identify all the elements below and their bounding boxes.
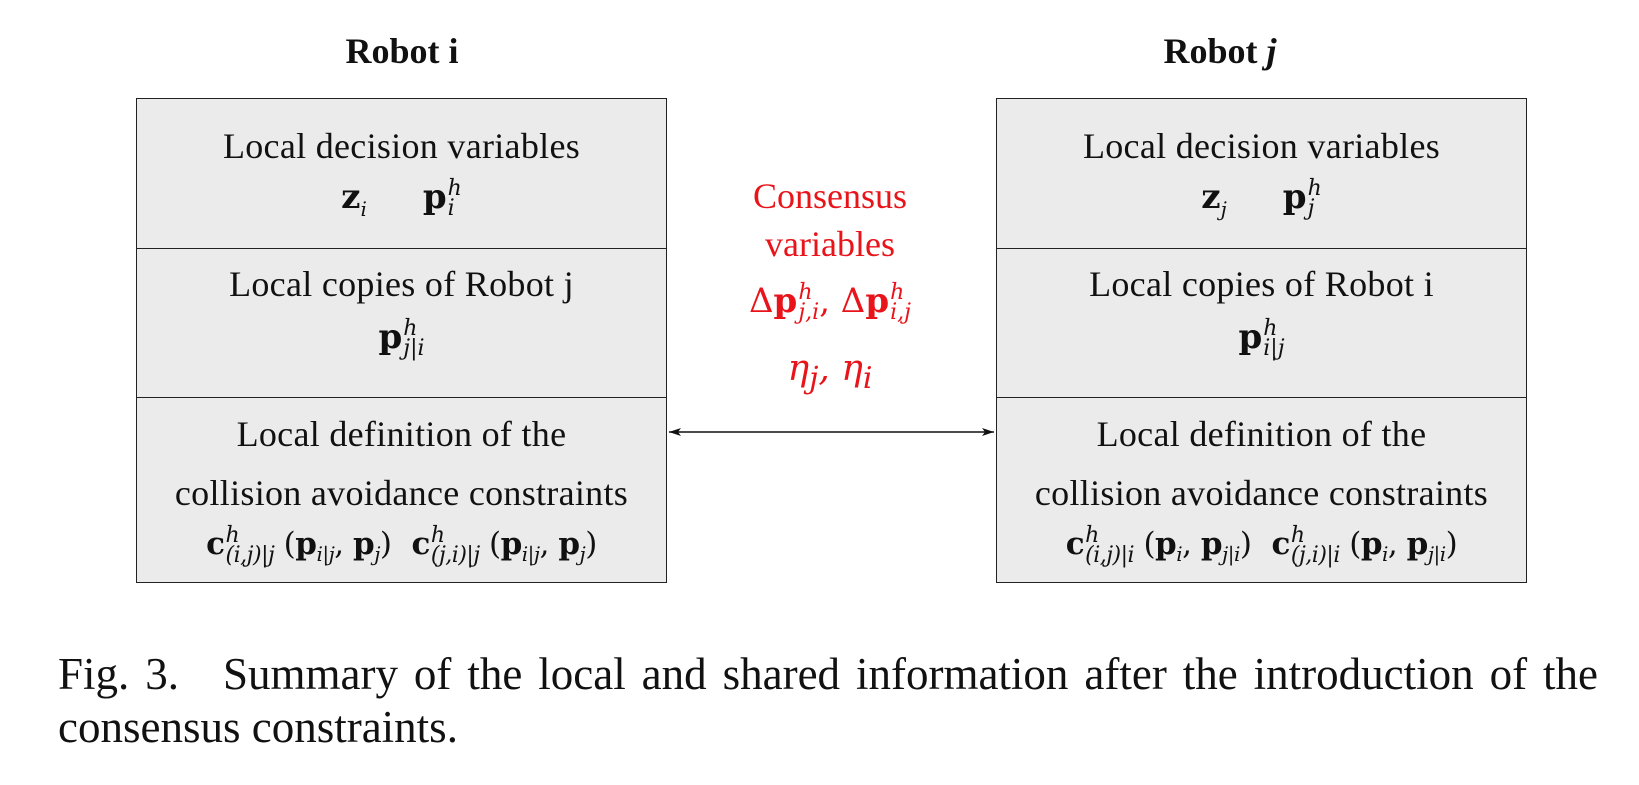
consensus-label-line1: Consensus <box>752 176 908 216</box>
robot-i-title: Robot i <box>252 30 552 72</box>
section-label: Local decision variables <box>1082 126 1441 166</box>
robot-j-title: Robot j <box>1070 30 1370 72</box>
double-arrow-icon <box>669 428 994 436</box>
robot-j-title-index: j <box>1266 31 1277 71</box>
figure-caption: Fig. 3.Summary of the local and shared i… <box>58 648 1598 754</box>
section-label-line1: Local definition of the <box>1096 414 1427 454</box>
arrow-head-left <box>669 428 681 436</box>
consensus-label-line2: variables <box>765 224 895 264</box>
robot-j-constraints-section: Local definition of the collision avoida… <box>997 398 1526 584</box>
consensus-eta-math: ηj, ηi <box>787 348 873 397</box>
caption-text: Summary of the local and shared informat… <box>58 649 1598 752</box>
robot-j-title-word: Robot <box>1163 31 1258 71</box>
section-label: Local decision variables <box>222 126 581 166</box>
section-label: Local copies of Robot j <box>229 264 574 304</box>
robot-i-constraints-section: Local definition of the collision avoida… <box>137 398 666 584</box>
arrow-head-right <box>982 428 994 436</box>
robot-i-title-index: i <box>448 31 459 71</box>
figure-number: Fig. 3. <box>58 649 179 699</box>
section-label-line2: collision avoidance constraints <box>1034 473 1489 513</box>
section-label: Local copies of Robot i <box>1089 264 1434 304</box>
robot-i-title-word: Robot <box>345 31 440 71</box>
section-label-line1: Local definition of the <box>236 414 567 454</box>
section-label-line2: collision avoidance constraints <box>174 473 629 513</box>
